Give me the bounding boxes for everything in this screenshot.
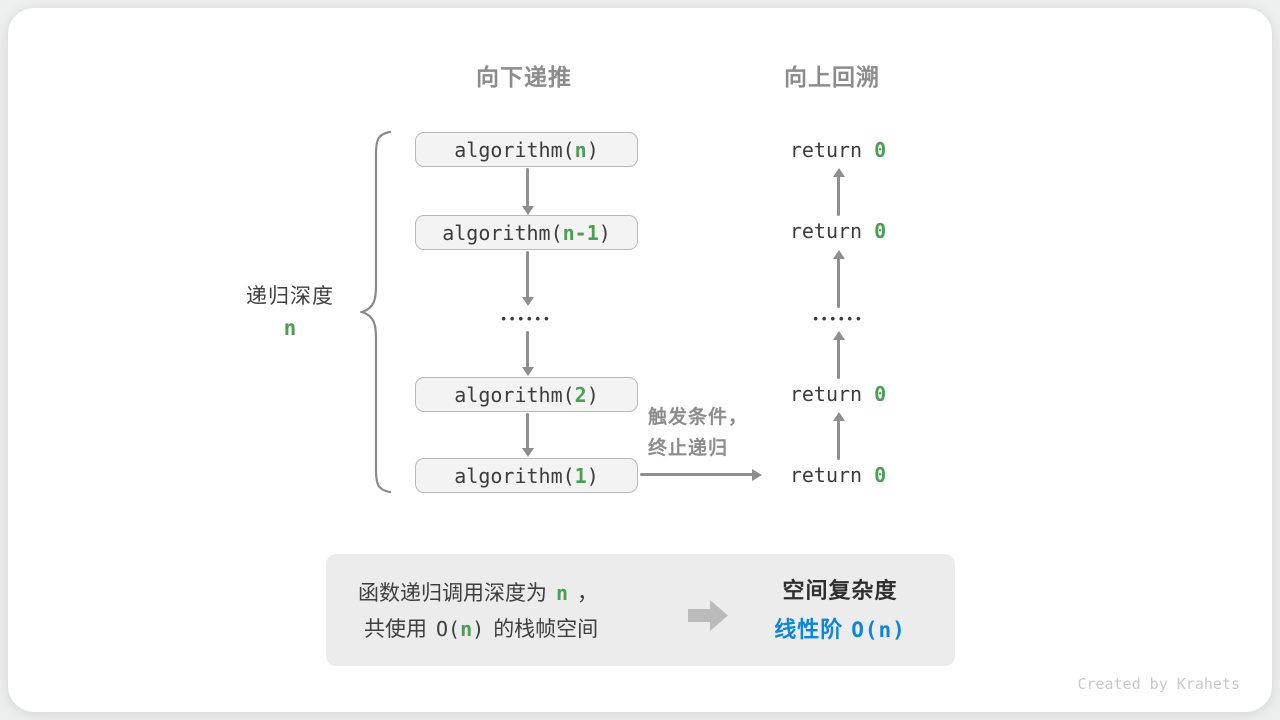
credit-text: Created by Krahets bbox=[1077, 675, 1240, 693]
recursion-depth-label: 递归深度 bbox=[246, 285, 334, 308]
base-case-line1: 触发条件， bbox=[648, 407, 749, 428]
arrow-down-icon bbox=[526, 251, 529, 298]
call-box-text: algorithm(2) bbox=[454, 382, 599, 407]
arrow-up-icon bbox=[837, 420, 840, 460]
call-box-text: algorithm(1) bbox=[454, 463, 599, 488]
call-box-text: algorithm(n-1) bbox=[442, 220, 611, 245]
base-case-annotation: 触发条件， 终止递归 bbox=[648, 402, 748, 464]
call-box-algorithm-2: algorithm(2) bbox=[415, 377, 638, 412]
call-box-algorithm-n-1: algorithm(n-1) bbox=[415, 215, 638, 250]
header-downward-recursion: 向下递推 bbox=[476, 64, 572, 90]
return-statement: return 0 bbox=[789, 138, 887, 162]
arrow-down-icon bbox=[526, 413, 529, 449]
arrow-down-icon bbox=[526, 331, 529, 368]
big-o-expression: O(n) bbox=[436, 617, 485, 641]
call-box-algorithm-n: algorithm(n) bbox=[415, 132, 638, 167]
arrow-up-icon bbox=[837, 258, 840, 308]
implies-arrow-icon bbox=[688, 600, 728, 631]
return-statement: return 0 bbox=[789, 463, 887, 487]
base-case-line2: 终止递归 bbox=[648, 438, 729, 459]
recursion-depth-variable: n bbox=[283, 316, 297, 340]
arrow-up-icon bbox=[837, 176, 840, 216]
arrow-right-icon bbox=[640, 473, 753, 476]
arrow-down-icon bbox=[526, 168, 529, 207]
header-upward-backtracking: 向上回溯 bbox=[784, 64, 880, 90]
stack-ellipsis: •••••• bbox=[501, 311, 553, 326]
call-box-text: algorithm(n) bbox=[454, 137, 599, 162]
space-complexity-title: 空间复杂度 bbox=[782, 578, 898, 603]
call-box-algorithm-1: algorithm(1) bbox=[415, 458, 638, 493]
result-big-o-expression: O(n) bbox=[851, 618, 906, 642]
depth-brace bbox=[360, 130, 392, 494]
summary-panel bbox=[326, 554, 955, 666]
returns-ellipsis: •••••• bbox=[813, 311, 865, 326]
arrow-up-icon bbox=[837, 339, 840, 379]
return-statement: return 0 bbox=[789, 382, 887, 406]
return-statement: return 0 bbox=[789, 219, 887, 243]
